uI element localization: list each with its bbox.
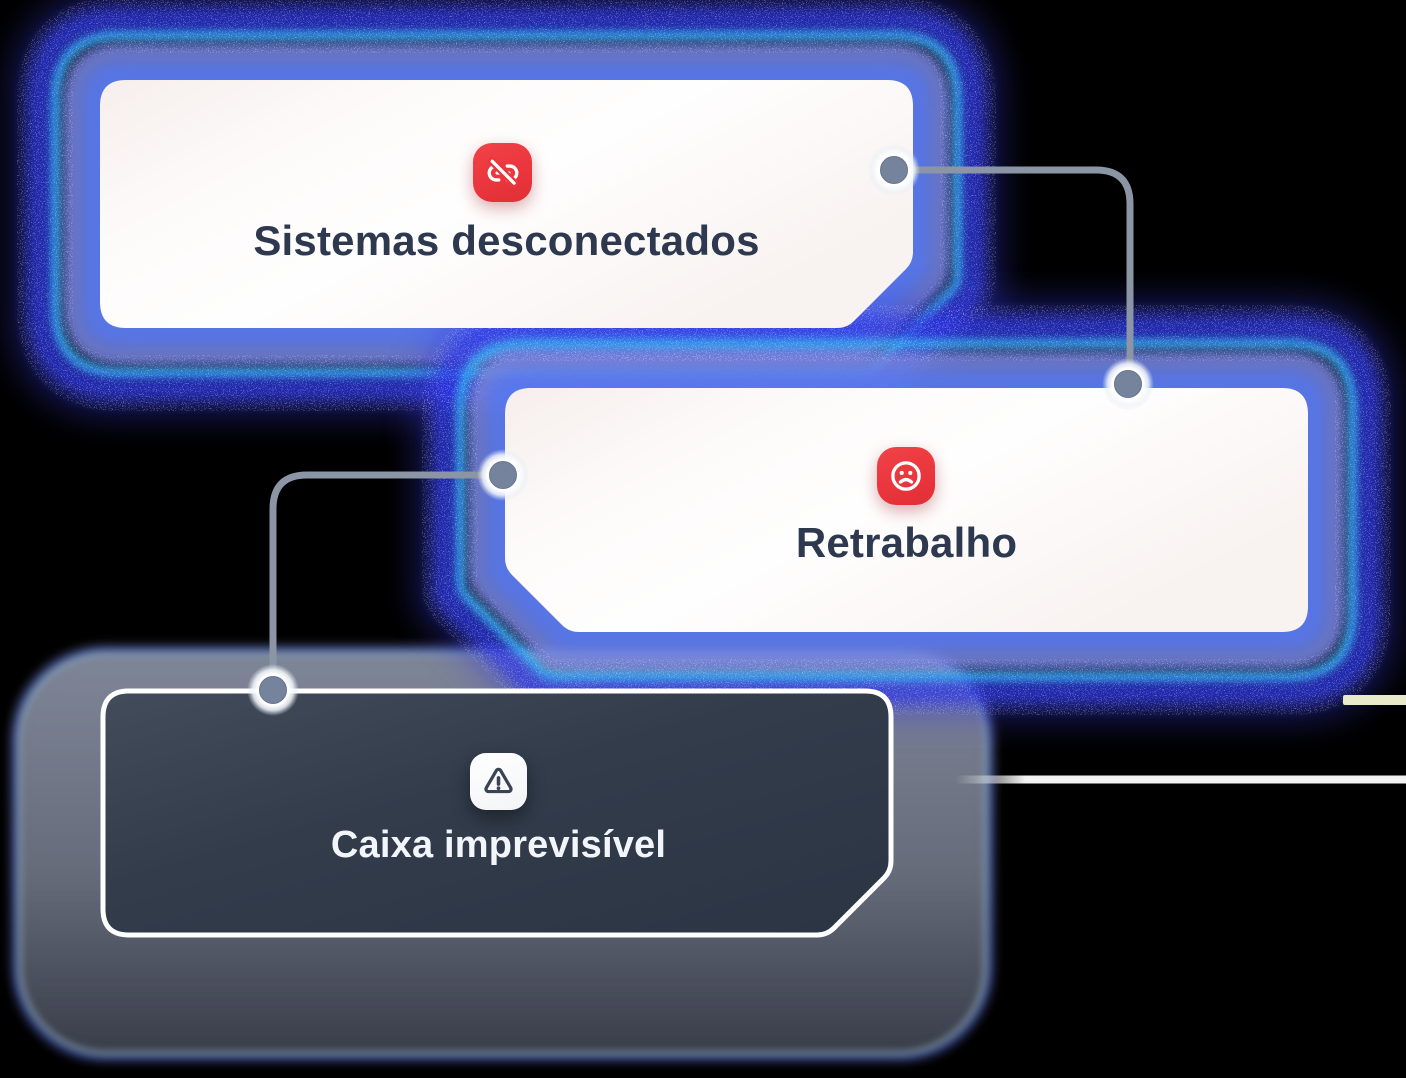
sad-face-icon [877, 447, 935, 505]
card-caixa-imprevisivel[interactable] [100, 688, 894, 938]
connector-disconnected-to-rework [890, 166, 1134, 388]
beige-strip [1343, 695, 1406, 705]
port-rework-in-top[interactable] [1102, 358, 1154, 410]
warning-icon [470, 753, 527, 810]
port-cash-in-top[interactable] [247, 664, 299, 716]
card-sistemas-desconectados[interactable] [100, 80, 913, 328]
connector-rework-to-cash [269, 471, 507, 694]
card-retrabalho[interactable] [505, 388, 1308, 632]
unlink-icon [473, 143, 532, 202]
port-rework-out-left[interactable] [477, 449, 529, 501]
port-disconnected-out[interactable] [868, 144, 920, 196]
